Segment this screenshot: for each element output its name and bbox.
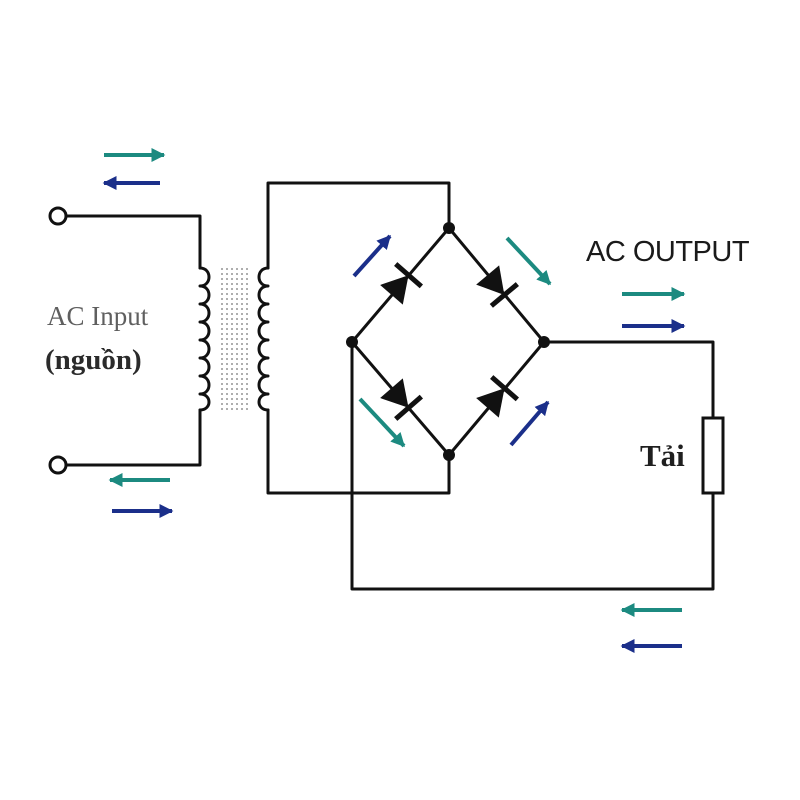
ac-input-label: AC Input: [47, 301, 149, 331]
bridge-arrow-teal-d2: [505, 236, 552, 286]
diode-d3: [380, 378, 423, 421]
input-terminal-top: [48, 206, 68, 226]
load-resistor: [701, 416, 725, 495]
node-top: [443, 222, 455, 234]
transformer-core: [221, 268, 248, 410]
diode-d2: [476, 265, 519, 308]
node-left: [346, 336, 358, 348]
diode-d4: [476, 375, 519, 418]
load-label: Tải: [640, 438, 685, 473]
secondary-top-wire: [266, 181, 451, 270]
primary-top-wire: [64, 214, 202, 270]
secondary-bottom-wire: [266, 408, 451, 495]
node-right: [538, 336, 550, 348]
ac-output-label: AC OUTPUT: [586, 236, 750, 268]
source-label: (nguồn): [45, 344, 142, 376]
node-bottom: [443, 449, 455, 461]
bridge-arrow-navy-d4: [509, 400, 550, 447]
secondary-coil: [257, 266, 270, 412]
diode-d1: [380, 262, 423, 305]
primary-bottom-wire: [64, 408, 202, 467]
bridge-arrow-teal-d3: [358, 397, 406, 448]
input-terminal-bottom: [48, 455, 68, 475]
output-wire-bottom: [350, 340, 715, 591]
bridge-arrow-navy-d1: [352, 234, 392, 278]
output-wire-top: [542, 340, 715, 420]
primary-coil: [198, 266, 211, 412]
